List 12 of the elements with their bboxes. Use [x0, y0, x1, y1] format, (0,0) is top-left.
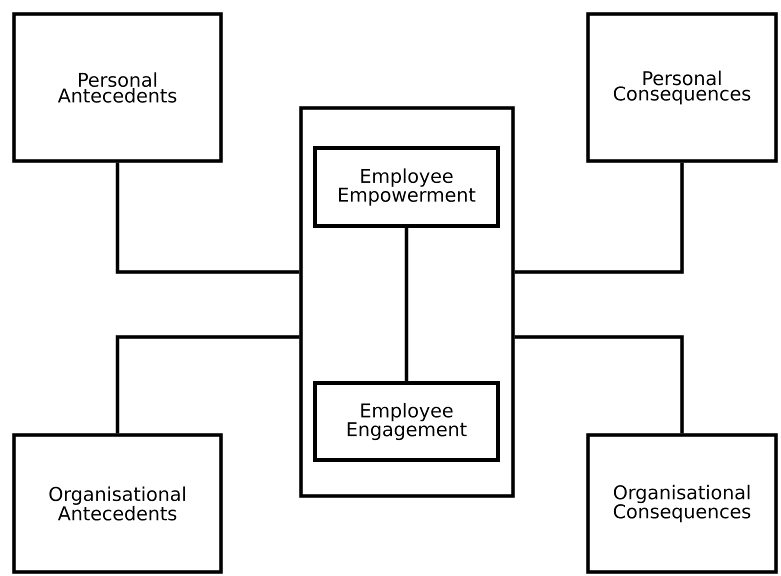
connector-line	[514, 162, 684, 274]
connector-line	[404, 228, 408, 381]
text-box: Employee Empowerment	[313, 146, 500, 228]
container-box	[299, 106, 515, 498]
connector-line	[116, 335, 300, 434]
text-box: Employee Engagement	[313, 381, 500, 462]
text-box: Personal Antecedents	[12, 12, 223, 163]
connector-line	[116, 162, 300, 274]
connector-line	[514, 335, 684, 434]
text-box: Organisational Antecedents	[12, 433, 223, 574]
text-box: Organisational Consequences	[586, 433, 778, 574]
text-box: Personal Consequences	[586, 12, 778, 163]
